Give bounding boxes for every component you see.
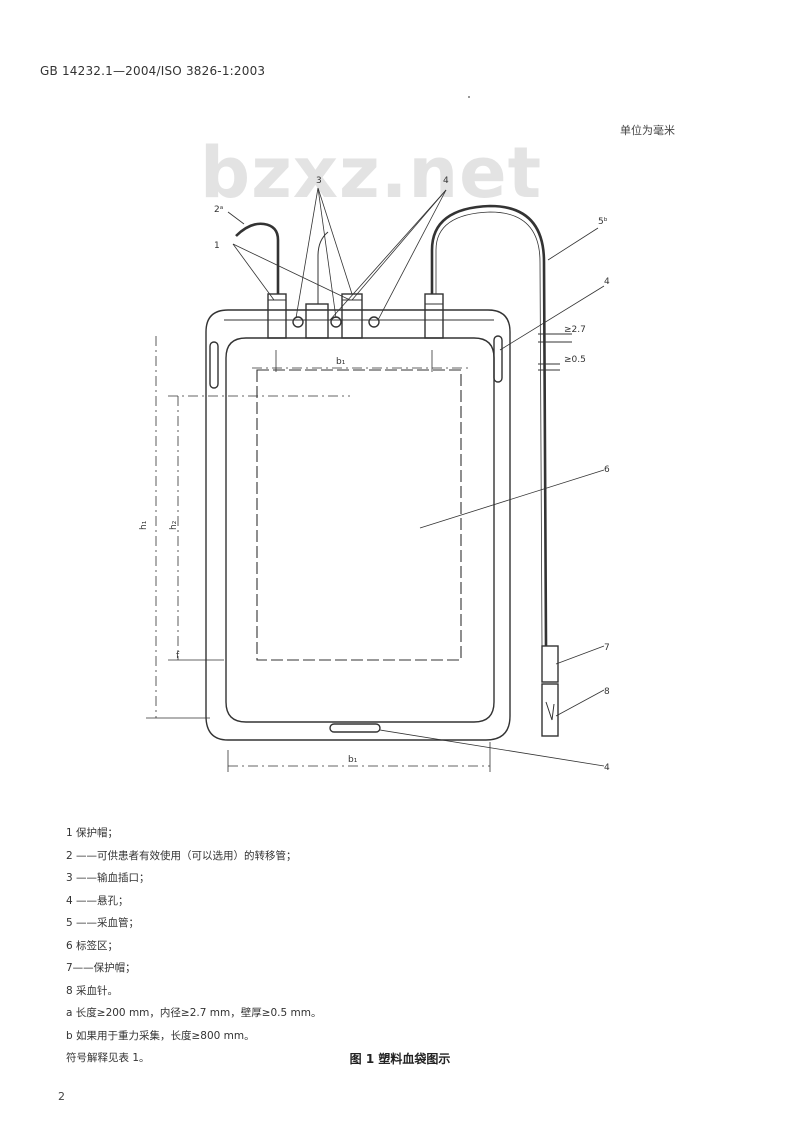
hanger-slot-bottom [329,723,381,733]
callout-8: 8 [604,687,610,697]
legend-item: 1 保护帽； [66,827,119,839]
page-number: 2 [58,1090,65,1103]
needle-hub [541,683,559,737]
legend-item: 8 采血针。 [66,984,119,997]
outlet-port-2 [330,316,342,328]
port-mid-left [305,303,329,339]
callout-4-top: 4 [443,176,449,186]
bag-inner-outline [225,337,495,723]
legend-item: 4 ——悬孔； [66,894,129,907]
legend-item: 5 ——采血管； [66,917,140,929]
bag-outer-outline [205,309,511,741]
legend-item: 符号解释见表 1。 [66,1052,150,1064]
callout-4-right: 4 [604,277,610,287]
dim-thick: ≥0.5 [564,355,586,365]
callout-3: 3 [316,176,322,186]
legend-item: a 长度≥200 mm，内径≥2.7 mm，壁厚≥0.5 mm。 [66,1007,322,1019]
port-mid [341,293,363,339]
callout-5b: 5ᵇ [598,217,608,227]
watermark: bzxz.net [200,132,543,214]
outlet-port-1 [292,316,304,328]
transfer-tube [235,222,280,294]
legend-item: 3 ——输血插口； [66,872,150,884]
speck [468,96,470,98]
callout-1: 1 [214,241,220,251]
figure-legend: 1 保护帽； 2 ——可供患者有效使用（可以选用）的转移管； 3 ——输血插口；… [66,822,322,1070]
figure-caption: 图 1 塑料血袋图示 [349,1052,451,1066]
legend-item: 2 ——可供患者有效使用（可以选用）的转移管； [66,849,297,862]
dim-h1: h₁ [139,520,149,530]
unit-note: 单位为毫米 [620,124,675,137]
outlet-port-3 [368,316,380,328]
port-left [267,293,287,339]
dim-b1-bottom: b₁ [348,755,358,765]
standard-code: GB 14232.1—2004/ISO 3826-1:2003 [40,64,266,78]
callout-7: 7 [604,643,610,653]
dim-h2: h₂ [169,520,179,530]
dim-wall: ≥2.7 [564,325,586,335]
hanger-slot-left [209,341,219,389]
callout-6: 6 [604,465,610,475]
legend-item: 7——保护帽； [66,962,136,974]
legend-item: 6 标签区； [66,939,119,952]
dim-f: f [176,651,180,661]
dim-b1-top: b₁ [336,357,346,367]
legend-item: b 如果用于重力采集，长度≥800 mm。 [66,1029,255,1042]
hanger-slot-right [493,335,503,383]
needle-cap [541,645,559,683]
collection-tube [430,204,548,647]
callout-2a: 2ᵃ [214,205,223,215]
label-area [256,369,462,661]
port-right [424,293,444,339]
callout-4-bottom: 4 [604,763,610,773]
